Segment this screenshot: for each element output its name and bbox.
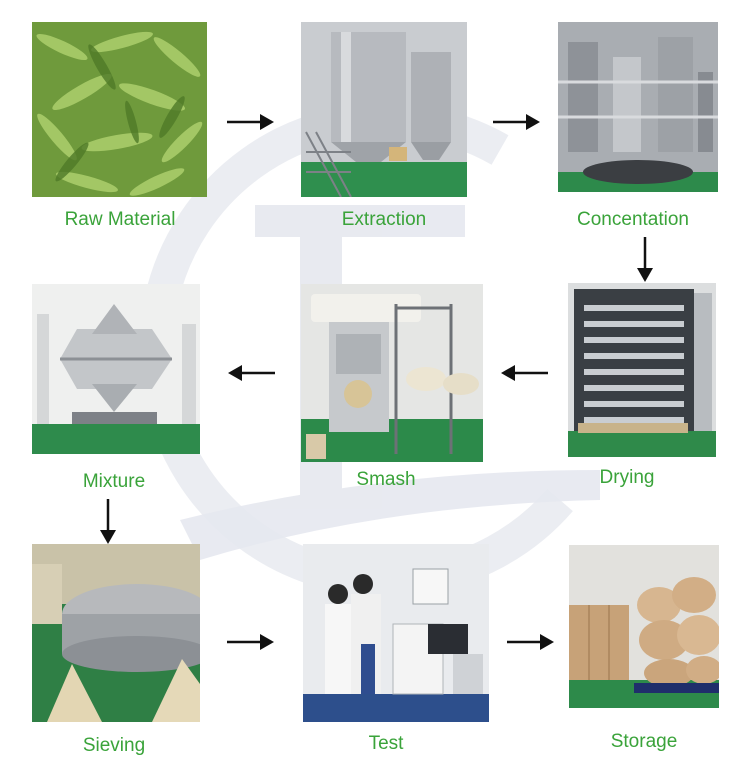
concentation-photo	[558, 22, 718, 192]
extraction-photo	[301, 22, 467, 197]
test-label: Test	[368, 733, 404, 754]
smash-photo	[301, 284, 483, 462]
arrow-test-to-storage	[506, 633, 554, 651]
arrow-raw-to-extraction	[226, 113, 274, 131]
arrow-extraction-to-concentation	[492, 113, 540, 131]
concentation-label: Concentation	[577, 209, 689, 230]
drying-label: Drying	[599, 467, 655, 488]
mixture-photo	[32, 284, 200, 454]
extraction-label: Extraction	[341, 209, 427, 230]
sieving-label: Sieving	[82, 735, 146, 756]
test-photo	[303, 544, 489, 722]
drying-photo	[568, 283, 716, 457]
storage-label: Storage	[610, 731, 678, 752]
arrow-mixture-to-sieving	[99, 498, 117, 544]
raw-material-label: Raw Material	[64, 209, 176, 230]
raw-material-photo	[32, 22, 207, 197]
arrow-smash-to-mixture	[228, 364, 276, 382]
sieving-photo	[32, 544, 200, 722]
arrow-drying-to-smash	[501, 364, 549, 382]
storage-photo	[569, 545, 719, 708]
smash-label: Smash	[356, 469, 416, 490]
mixture-label: Mixture	[82, 471, 146, 492]
arrow-concentation-to-drying	[636, 236, 654, 282]
arrow-sieving-to-test	[226, 633, 274, 651]
